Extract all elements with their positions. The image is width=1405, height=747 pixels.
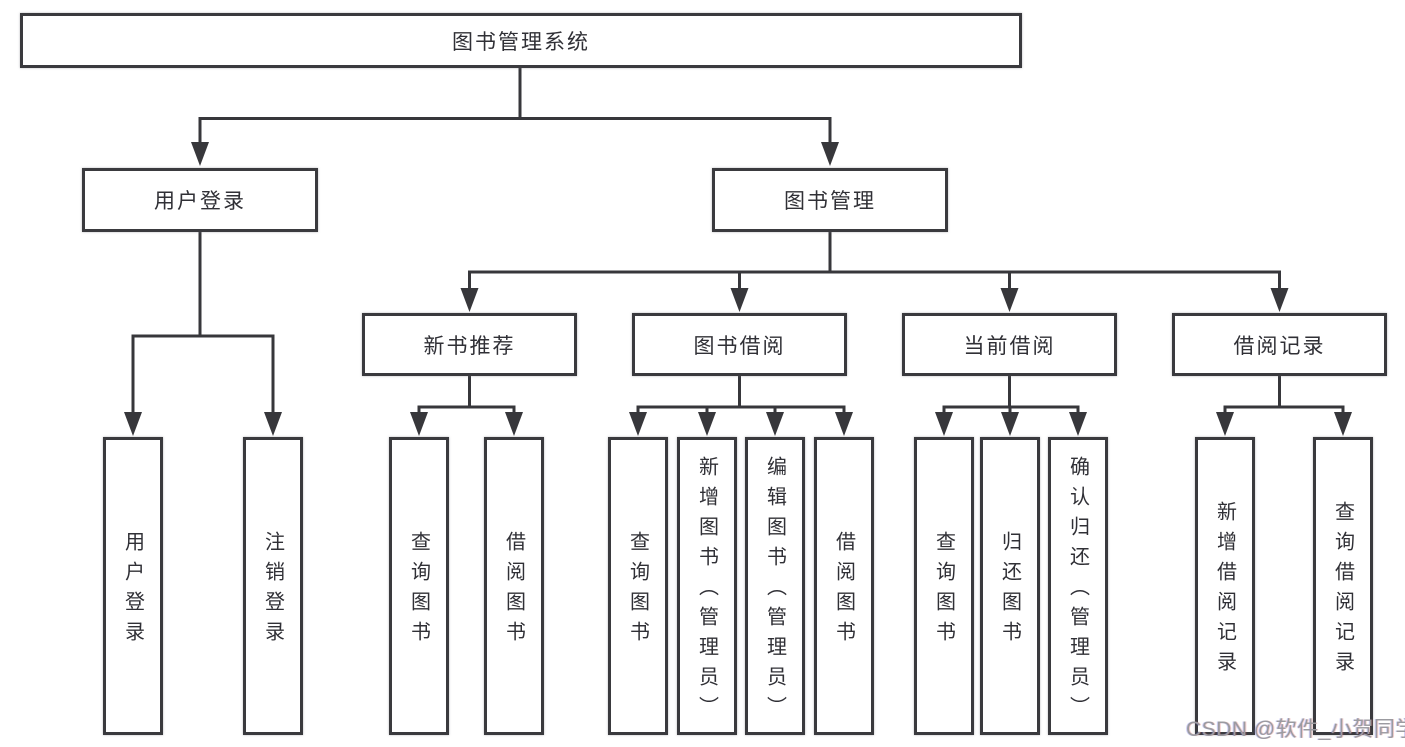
arrowhead-icon bbox=[1001, 412, 1019, 436]
arrowhead-icon bbox=[191, 142, 209, 166]
borrowing-records-box: 借阅记录 bbox=[1172, 313, 1387, 376]
leaf-add-books-admin-box: 新增图书（管理员） bbox=[677, 437, 737, 735]
arrowhead-icon bbox=[1216, 412, 1234, 436]
user-login-box: 用户登录 bbox=[82, 168, 318, 232]
arrowhead-icon bbox=[460, 288, 479, 312]
leaf-add-borrow-record-label: 新增借阅记录 bbox=[1213, 501, 1236, 681]
new-book-recommendation-label: 新书推荐 bbox=[423, 334, 516, 358]
leaf-add-books-admin-label: 新增图书（管理员） bbox=[695, 456, 718, 726]
leaf-user-login-box: 用户登录 bbox=[103, 437, 163, 735]
connector-new-book-to-leaves bbox=[417, 376, 516, 416]
watermark: CSDN @软件_小贺同学 bbox=[1186, 718, 1405, 741]
connector-book-management-to-level3 bbox=[468, 232, 1281, 292]
leaf-logout-label: 注销登录 bbox=[261, 531, 284, 651]
leaf-add-borrow-record-box: 新增借阅记录 bbox=[1195, 437, 1255, 735]
leaf-confirm-return-admin-box: 确认归还（管理员） bbox=[1048, 437, 1108, 735]
current-borrowing-box: 当前借阅 bbox=[902, 313, 1117, 376]
root-box: 图书管理系统 bbox=[20, 13, 1022, 68]
connector-user-login-to-leaves bbox=[131, 232, 275, 416]
borrowing-records-label: 借阅记录 bbox=[1233, 334, 1326, 358]
leaf-borrow-books-borrowing-box: 借阅图书 bbox=[814, 437, 874, 735]
connector-root-to-level2 bbox=[198, 68, 832, 146]
connector-borrowing-records-to-leaves bbox=[1223, 376, 1345, 416]
arrowhead-icon bbox=[629, 412, 647, 436]
arrowhead-icon bbox=[935, 412, 953, 436]
leaf-logout-box: 注销登录 bbox=[243, 437, 303, 735]
book-borrowing-label: 图书借阅 bbox=[693, 334, 786, 358]
leaf-edit-books-admin-box: 编辑图书（管理员） bbox=[745, 437, 805, 735]
arrowhead-icon bbox=[1334, 412, 1352, 436]
leaf-query-borrow-record-box: 查询借阅记录 bbox=[1313, 437, 1373, 735]
current-borrowing-label: 当前借阅 bbox=[963, 334, 1056, 358]
leaf-query-books-current-label: 查询图书 bbox=[932, 531, 955, 651]
arrowhead-icon bbox=[264, 412, 282, 436]
arrowheads bbox=[124, 142, 1352, 436]
arrowhead-icon bbox=[698, 412, 716, 436]
connector-book-borrowing-to-leaves bbox=[636, 376, 846, 416]
arrowhead-icon bbox=[124, 412, 142, 436]
book-management-label: 图书管理 bbox=[784, 190, 876, 213]
leaf-borrow-books-recommend-label: 借阅图书 bbox=[502, 531, 525, 651]
arrowhead-icon bbox=[1069, 412, 1087, 436]
leaf-query-books-borrowing-box: 查询图书 bbox=[608, 437, 668, 735]
arrowhead-icon bbox=[1000, 288, 1019, 312]
book-management-box: 图书管理 bbox=[712, 168, 948, 232]
leaf-user-login-label: 用户登录 bbox=[121, 531, 144, 651]
leaf-query-borrow-record-label: 查询借阅记录 bbox=[1331, 501, 1354, 681]
user-login-label: 用户登录 bbox=[154, 190, 246, 213]
leaf-query-books-borrowing-label: 查询图书 bbox=[626, 531, 649, 651]
arrowhead-icon bbox=[505, 412, 523, 436]
arrowhead-icon bbox=[1270, 288, 1289, 312]
arrowhead-icon bbox=[410, 412, 428, 436]
arrowhead-icon bbox=[821, 142, 839, 166]
leaf-query-books-recommend-label: 查询图书 bbox=[407, 531, 430, 651]
arrowhead-icon bbox=[835, 412, 853, 436]
connector-current-borrowing-to-leaves bbox=[942, 376, 1080, 416]
arrowhead-icon bbox=[766, 412, 784, 436]
book-borrowing-box: 图书借阅 bbox=[632, 313, 847, 376]
leaf-borrow-books-borrowing-label: 借阅图书 bbox=[832, 531, 855, 651]
leaf-borrow-books-recommend-box: 借阅图书 bbox=[484, 437, 544, 735]
leaf-return-books-box: 归还图书 bbox=[980, 437, 1040, 735]
leaf-query-books-recommend-box: 查询图书 bbox=[389, 437, 449, 735]
new-book-recommendation-box: 新书推荐 bbox=[362, 313, 577, 376]
leaf-query-books-current-box: 查询图书 bbox=[914, 437, 974, 735]
arrowhead-icon bbox=[730, 288, 749, 312]
leaf-edit-books-admin-label: 编辑图书（管理员） bbox=[763, 456, 786, 726]
leaf-confirm-return-admin-label: 确认归还（管理员） bbox=[1066, 456, 1089, 726]
root-label: 图书管理系统 bbox=[452, 30, 590, 54]
leaf-return-books-label: 归还图书 bbox=[998, 531, 1021, 651]
